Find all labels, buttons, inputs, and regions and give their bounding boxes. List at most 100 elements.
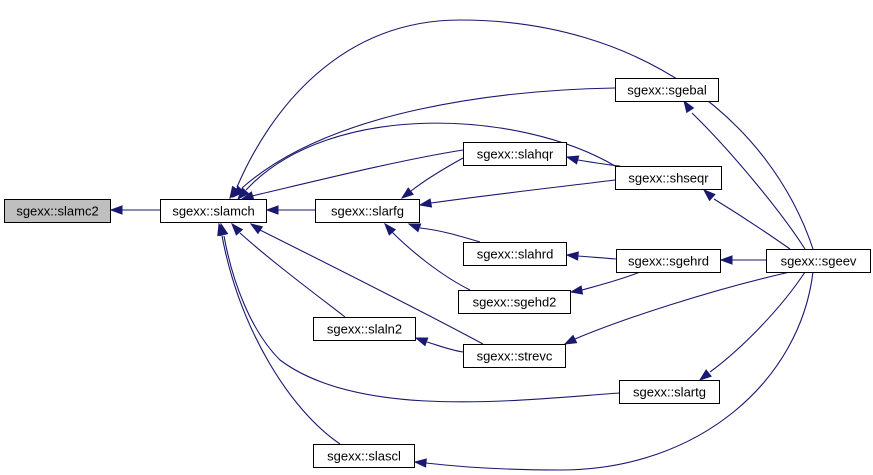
edge-line: [223, 235, 620, 403]
arrowhead: [569, 285, 584, 295]
node-slarfg[interactable]: sgexx::slarfg: [315, 199, 420, 223]
node-sgehrd[interactable]: sgexx::sgehrd: [616, 249, 721, 273]
edge-slarfg-to-slamch: [265, 205, 315, 215]
node-box: [619, 380, 720, 404]
node-box: [463, 242, 567, 266]
arrowhead: [265, 205, 279, 215]
edge-slahqr-to-slarfg: [400, 157, 464, 199]
arrowhead: [109, 205, 123, 215]
node-label: sgexx::sgehd2: [473, 295, 557, 310]
edge-line: [239, 232, 346, 318]
node-box: [458, 290, 571, 314]
node-box: [463, 142, 567, 166]
node-label: sgexx::sgebal: [627, 83, 707, 98]
arrowhead: [702, 189, 716, 202]
edge-line: [419, 227, 481, 243]
node-label: sgexx::slaln2: [327, 322, 402, 337]
node-box: [616, 249, 721, 273]
node-slahqr[interactable]: sgexx::slahqr: [463, 142, 567, 166]
arrowhead: [698, 369, 712, 381]
arrowhead: [563, 334, 578, 345]
node-slartg[interactable]: sgexx::slartg: [619, 380, 720, 404]
edge-sgeev-to-slartg: [698, 271, 806, 381]
node-box: [160, 199, 267, 223]
node-sgebal[interactable]: sgexx::sgebal: [615, 78, 719, 102]
edge-sgehd2-to-slarfg: [384, 222, 471, 291]
arrowhead: [407, 223, 422, 233]
node-label: sgexx::shseqr: [628, 171, 709, 186]
node-box: [615, 78, 719, 102]
arrowhead: [565, 251, 579, 261]
edge-sgeev-to-shseqr: [702, 189, 791, 250]
node-label: sgexx::slascl: [327, 449, 401, 464]
node-slascl[interactable]: sgexx::slascl: [313, 444, 415, 468]
node-box: [766, 249, 871, 273]
edge-line: [391, 231, 471, 291]
arrowhead: [565, 155, 580, 165]
edge-slascl-to-slamch: [217, 222, 341, 445]
node-label: sgexx::slamch: [172, 204, 254, 219]
edge-line: [691, 112, 806, 250]
arrowhead: [229, 185, 241, 200]
node-label: sgexx::sgeev: [781, 254, 857, 269]
edge-slahqr-to-slamch: [240, 149, 464, 201]
edge-sgeev-to-sgebal: [683, 99, 806, 250]
node-shseqr[interactable]: sgexx::shseqr: [615, 166, 722, 190]
node-box: [313, 317, 416, 341]
node-label: sgexx::slartg: [633, 385, 706, 400]
node-box: [315, 199, 420, 223]
edge-line: [577, 159, 621, 167]
node-slahrd[interactable]: sgexx::slahrd: [463, 242, 567, 266]
edge-line: [709, 271, 806, 373]
edge-line: [245, 122, 616, 191]
edge-line: [221, 235, 341, 445]
edge-line: [410, 157, 464, 192]
node-label: sgexx::slarfg: [331, 204, 404, 219]
node-box: [463, 344, 566, 368]
edge-sgehrd-to-sgehd2: [569, 271, 641, 295]
node-box: [4, 199, 111, 223]
edge-line: [574, 271, 791, 340]
arrowhead: [400, 187, 414, 199]
edge-sgeev-to-slascl: [413, 271, 814, 471]
node-slamch[interactable]: sgexx::slamch: [160, 199, 267, 223]
edge-sgeev-to-slamch: [229, 19, 814, 250]
edge-line: [259, 229, 484, 345]
edge-slaln2-to-slamch: [231, 222, 346, 318]
edge-shseqr-to-slahqr: [565, 155, 621, 167]
edge-slamch-to-slamc2: [109, 205, 160, 215]
node-slamc2[interactable]: sgexx::slamc2: [4, 199, 111, 223]
node-box: [313, 444, 415, 468]
edge-line: [581, 271, 641, 291]
edge-line: [236, 19, 814, 250]
arrowhead: [418, 198, 433, 208]
arrowhead: [413, 458, 427, 468]
edge-sgehrd-to-slahrd: [565, 251, 617, 261]
node-sgehd2[interactable]: sgexx::sgehd2: [458, 290, 571, 314]
edge-sgeev-to-sgehrd: [719, 255, 766, 265]
edge-strevc-to-slamch: [249, 223, 484, 345]
edge-line: [577, 255, 617, 260]
arrowhead: [683, 99, 695, 114]
edge-line: [241, 87, 616, 189]
edge-line: [251, 149, 464, 197]
node-box: [615, 166, 722, 190]
node-label: sgexx::sgehrd: [628, 254, 709, 269]
arrowhead: [231, 222, 244, 236]
node-sgeev[interactable]: sgexx::sgeev: [766, 249, 871, 273]
edges-layer: [109, 19, 814, 471]
node-label: sgexx::slahrd: [477, 247, 554, 262]
arrowhead: [217, 222, 227, 237]
node-slaln2[interactable]: sgexx::slaln2: [313, 317, 416, 341]
arrowhead: [249, 223, 264, 235]
arrowhead: [719, 255, 733, 265]
edge-shseqr-to-slarfg: [418, 179, 616, 208]
edge-strevc-to-slaln2: [414, 337, 464, 353]
node-strevc[interactable]: sgexx::strevc: [463, 344, 566, 368]
node-label: sgexx::slahqr: [477, 147, 554, 162]
edge-line: [713, 198, 791, 250]
arrowhead: [384, 222, 397, 236]
edge-slahrd-to-slarfg: [407, 223, 481, 243]
